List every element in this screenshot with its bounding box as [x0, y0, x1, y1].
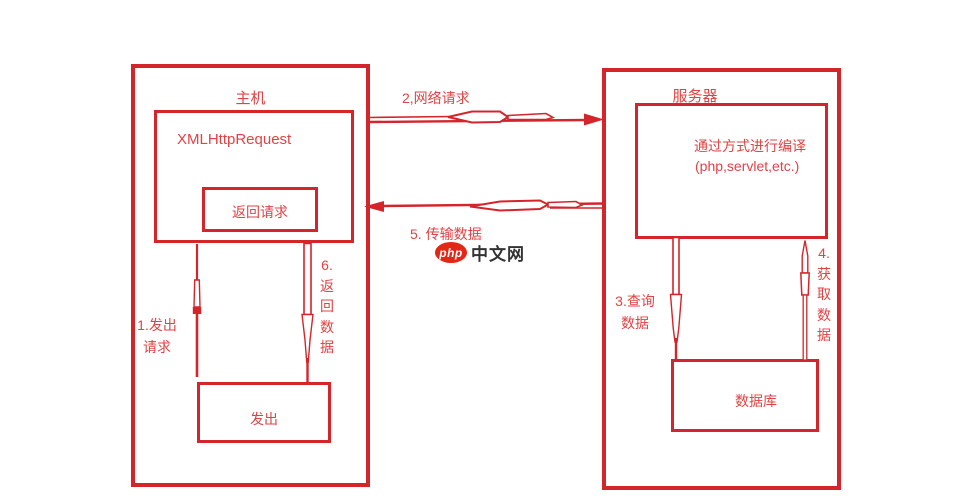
send-box — [197, 382, 331, 443]
step3-query-data-label: 3.查询 数据 — [615, 293, 655, 331]
transfer-data-arrow — [364, 201, 604, 212]
server-title: 服务器 — [672, 88, 718, 105]
site-name-text: 中文网 — [471, 245, 525, 264]
php-logo-icon: php — [435, 242, 467, 263]
send-label: 发出 — [250, 411, 278, 427]
xhr-box — [154, 110, 354, 243]
return-request-label: 返回请求 — [232, 204, 288, 220]
compile-box — [635, 103, 828, 239]
step4-get-data-label: 4. 获 取 数 据 — [817, 245, 831, 343]
server-box — [602, 68, 841, 490]
compile-method-label: 通过方式进行编译 — [694, 138, 806, 154]
host-title: 主机 — [235, 90, 266, 107]
step5-transfer-data-label: 5. 传输数据 — [410, 226, 482, 242]
step6-return-data-label: 6. 返 回 数 据 — [320, 257, 334, 355]
step1-send-request-label: 1.发出 请求 — [137, 317, 177, 355]
host-box — [131, 64, 370, 487]
network-request-arrow — [369, 112, 604, 126]
database-box — [671, 359, 819, 432]
compile-langs-label: (php,servlet,etc.) — [695, 158, 800, 174]
return-request-box — [202, 187, 318, 232]
database-label: 数据库 — [735, 393, 777, 409]
php-cn-watermark: php 中文网 — [435, 240, 525, 265]
xhr-label: XMLHttpRequest — [177, 131, 292, 148]
step2-network-request-label: 2,网络请求 — [402, 90, 470, 106]
